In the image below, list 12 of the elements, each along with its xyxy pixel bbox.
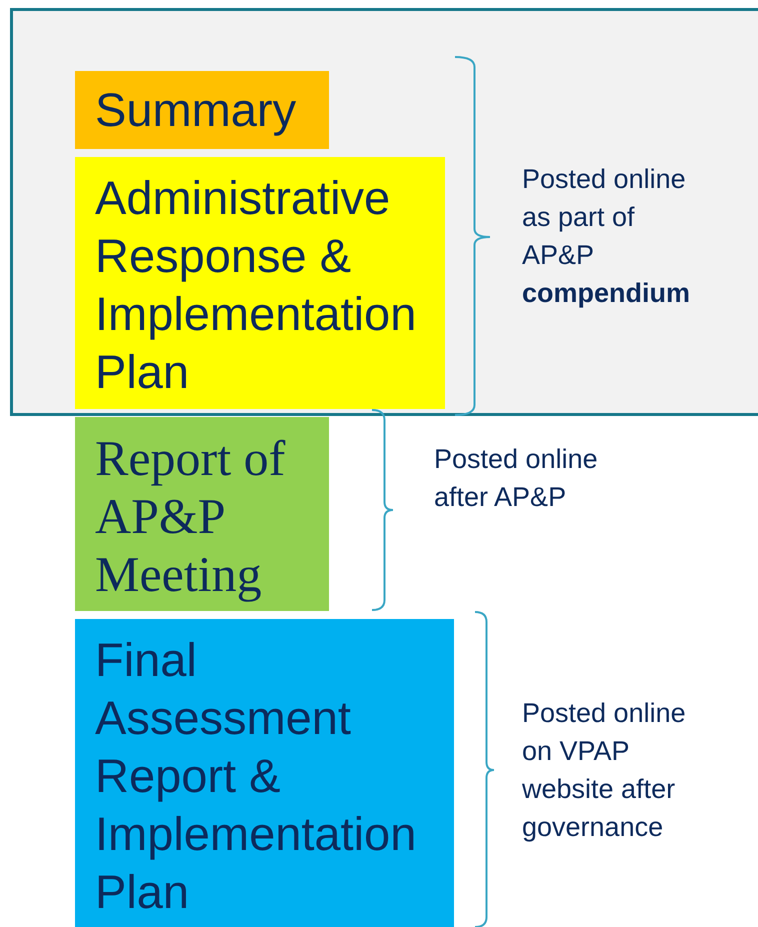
section-title: Report of AP&P Meeting [95, 429, 286, 603]
section-box [75, 71, 329, 149]
note-text: Posted online after AP&P [434, 443, 599, 514]
note-text: Posted online as part of AP&P compendium [522, 163, 692, 310]
note-text: Posted online on VPAP website after governance [522, 697, 687, 844]
section-title: Administrative Response & Implementation Plan [95, 170, 418, 400]
section-box [75, 619, 454, 927]
section-box [75, 157, 445, 409]
section-title: Final Assessment Report & Implementation Plan [95, 632, 418, 920]
section-title: Summary [95, 82, 298, 138]
panel-background [10, 8, 758, 416]
section-box [75, 417, 329, 611]
